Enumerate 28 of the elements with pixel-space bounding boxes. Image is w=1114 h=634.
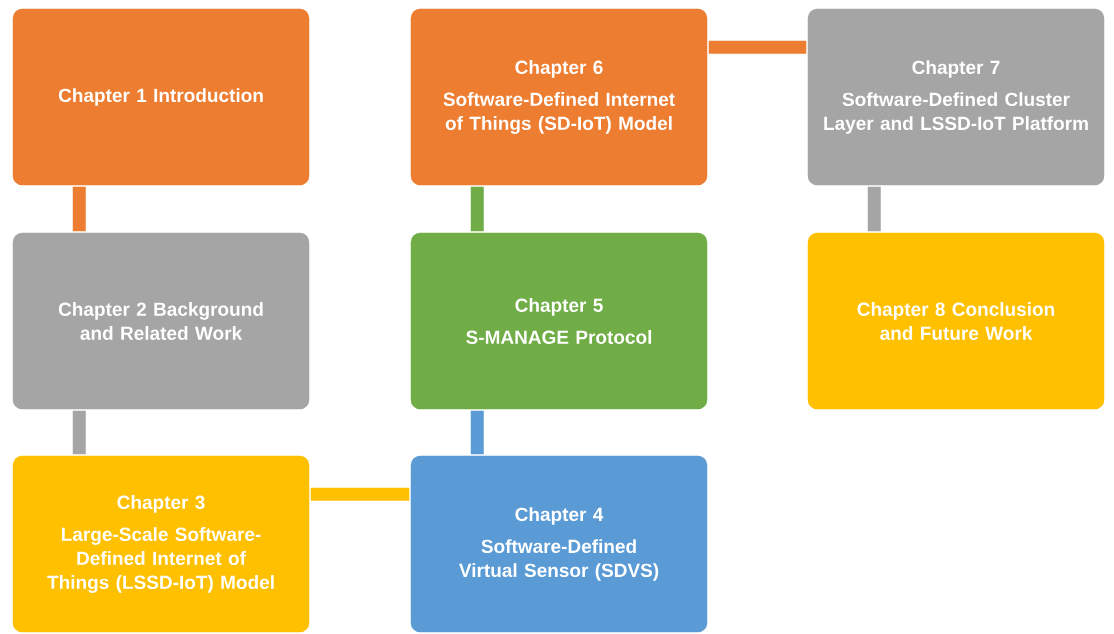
chapter-box	[409, 231, 709, 411]
chapter-box	[11, 7, 311, 187]
chapter-title: Chapter 1 Introduction	[58, 88, 263, 106]
chapter-box	[11, 231, 311, 411]
connector-bar	[470, 410, 484, 455]
chapter-heading: Chapter 4	[515, 507, 604, 525]
chapter-heading: Chapter 7	[912, 60, 1000, 78]
chapter-title: S-MANAGE Protocol	[466, 330, 652, 344]
connector-bar	[72, 186, 86, 232]
chapter-title: Software-Defined Virtual Sensor (SDVS)	[459, 539, 659, 581]
chapter-title: Chapter 2 Background and Related Work	[58, 302, 263, 340]
connector-bar	[867, 186, 881, 232]
chapter-box	[806, 231, 1106, 411]
chapter-heading: Chapter 3	[117, 495, 205, 513]
chapter-box	[806, 7, 1106, 187]
connector-bar	[72, 410, 86, 455]
chapter-heading: Chapter 5	[515, 298, 603, 316]
chapter-box	[409, 454, 709, 634]
connector-bar	[708, 40, 807, 54]
chapter-box	[409, 7, 709, 187]
connector-bar	[470, 186, 484, 232]
chapter-heading: Chapter 6	[515, 60, 603, 78]
connector-bar	[310, 487, 410, 501]
chapter-title: Software-Defined Cluster Layer and LSSD-IoT Platform	[824, 92, 1088, 134]
chapter-title: Chapter 8 Conclusion and Future Work	[857, 302, 1055, 340]
chapter-box	[11, 454, 311, 634]
chapter-title: Large-Scale Software-Defined Internet of Things (LSSD-IoT) Model	[47, 527, 274, 593]
chapter-title: Software-Defined Internet of Things (SD-IoT) Model	[443, 92, 675, 134]
